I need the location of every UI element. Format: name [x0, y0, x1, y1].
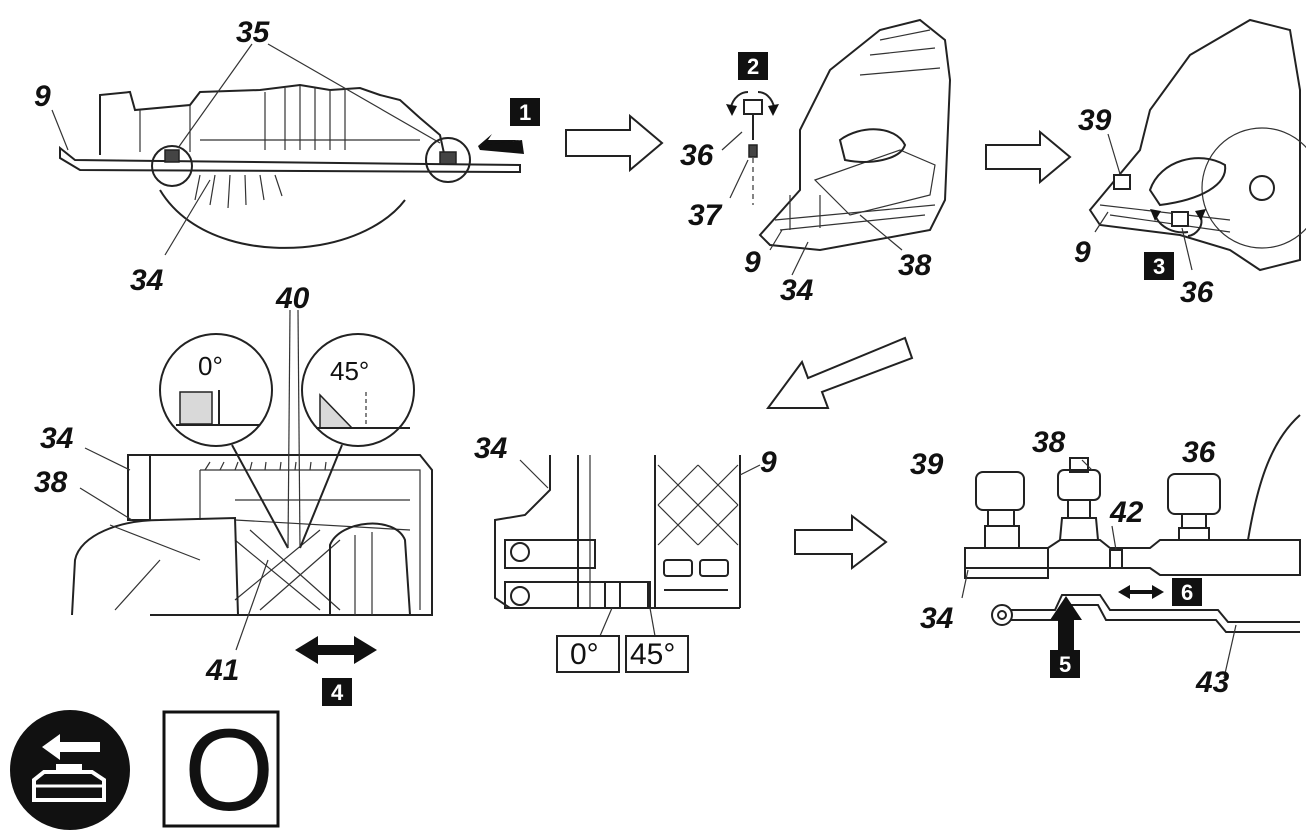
label-36: 36 — [680, 139, 714, 172]
label-34: 34 — [474, 432, 508, 465]
angle-label-0: 0° — [198, 351, 223, 381]
mode-letter: O — [184, 705, 274, 835]
label-38: 38 — [34, 466, 68, 499]
step-6: 6 — [1181, 580, 1193, 605]
label-9: 9 — [760, 446, 777, 479]
label-9: 9 — [34, 80, 51, 113]
scale-label-0: 0° — [570, 638, 599, 671]
panel-angle-scale: 0° 45° 34 9 — [474, 432, 777, 673]
step-2: 2 — [747, 54, 759, 79]
step-badge — [738, 52, 768, 80]
mode-box — [162, 710, 280, 828]
flow-arrow-right-icon — [985, 129, 1072, 185]
angle-label-45: 45° — [330, 356, 369, 386]
step-badge — [510, 98, 540, 126]
label-36: 36 — [1182, 436, 1216, 469]
scale-label-45: 45° — [630, 638, 675, 671]
step-badge — [1050, 650, 1080, 678]
panel-knob-section: 39 38 36 42 34 43 6 5 — [910, 414, 1301, 699]
label-42: 42 — [1109, 496, 1144, 529]
panel-side-view: 9 35 34 1 — [34, 16, 540, 297]
flow-arrow-down-left-icon — [766, 336, 914, 409]
label-34: 34 — [40, 422, 74, 455]
step-badge — [1144, 252, 1174, 280]
step-badge — [1172, 578, 1202, 606]
label-36: 36 — [1180, 276, 1214, 309]
panel-angle-indicator: 0° 45° 40 34 38 41 4 — [34, 282, 433, 706]
flow-arrow-right-icon — [565, 113, 664, 173]
label-34: 34 — [130, 264, 164, 297]
step-badge — [322, 678, 352, 706]
panel-knob-loosen: 36 37 9 34 38 2 — [680, 18, 952, 307]
step-1: 1 — [519, 100, 531, 125]
label-43: 43 — [1195, 666, 1230, 699]
step-3: 3 — [1153, 254, 1165, 279]
label-38: 38 — [898, 249, 932, 282]
label-34: 34 — [780, 274, 814, 307]
label-40: 40 — [275, 282, 310, 315]
step-5: 5 — [1059, 652, 1071, 677]
label-39: 39 — [1078, 104, 1112, 137]
label-41: 41 — [205, 654, 239, 687]
label-9: 9 — [1074, 236, 1091, 269]
label-34: 34 — [920, 602, 954, 635]
label-39: 39 — [910, 448, 944, 481]
panel-knob-tighten: 39 9 36 3 — [1074, 18, 1306, 309]
label-35: 35 — [236, 16, 271, 49]
label-37: 37 — [688, 199, 723, 232]
flow-arrow-right-icon — [794, 513, 888, 571]
label-9: 9 — [744, 246, 761, 279]
battery-remove-icon — [10, 710, 130, 830]
label-38: 38 — [1032, 426, 1066, 459]
step-4: 4 — [331, 680, 344, 705]
